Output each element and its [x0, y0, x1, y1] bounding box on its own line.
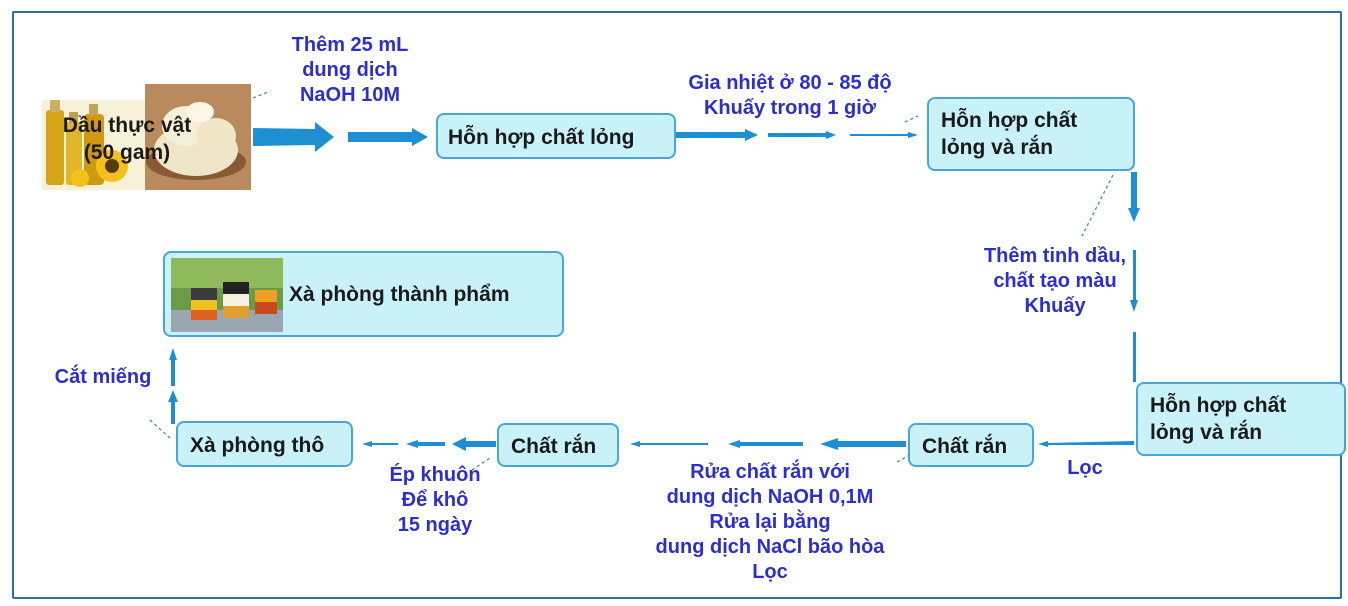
step-wash-line-1: Rửa chất rắn với — [690, 461, 850, 483]
box-solid2: Chất rắn — [497, 423, 619, 467]
step-mold-line-2: Để khô — [401, 489, 469, 511]
vegetable-oil-image — [42, 100, 150, 190]
leader-cut — [149, 419, 171, 439]
step-wash: Rửa chất rắn với dung dịch NaOH 0,1M Rửa… — [620, 460, 920, 585]
arrow-mold-1 — [452, 437, 496, 451]
arrow-filter — [1038, 441, 1134, 447]
box-mix1: Hỗn hợp chất lỏng — [436, 113, 676, 159]
arrow-heat-1 — [676, 129, 758, 141]
box-solid2-text: Chất rắn — [511, 435, 597, 458]
box-solid1-text: Chất rắn — [922, 435, 1008, 458]
arrow-add-naoh-1 — [253, 122, 334, 152]
arrow-heat-2 — [768, 131, 836, 139]
step-mold-line-3: 15 ngày — [397, 514, 473, 536]
step-filter: Lọc — [1055, 456, 1115, 481]
arrow-wash-1 — [820, 438, 906, 450]
start-label: Dầu thực vật (50 gam) — [42, 112, 212, 166]
step-add-naoh-line-3: NaOH 10M — [299, 84, 401, 106]
box-solid1: Chất rắn — [908, 423, 1034, 467]
leader-add-oil — [1081, 174, 1114, 237]
step-wash-line-2: dung dịch NaOH 0,1M — [666, 486, 874, 508]
step-heat-line-2: Khuấy trong 1 giờ — [703, 97, 876, 119]
arrow-add-oil-1 — [1128, 172, 1140, 222]
box-final-soap: Xà phòng thành phẩm — [163, 251, 564, 337]
box-mix2-line-2: lỏng và rắn — [941, 136, 1054, 159]
box-raw-soap: Xà phòng thô — [176, 421, 353, 467]
leader-add-naoh — [252, 91, 269, 99]
diagram-frame — [12, 11, 1342, 599]
box-mix2-line-1: Hỗn hợp chất — [941, 109, 1078, 132]
soap-image — [171, 258, 283, 332]
step-mold-line-1: Ép khuôn — [389, 464, 481, 486]
step-add-oil-line-1: Thêm tinh dầu, — [983, 245, 1127, 267]
step-add-oil: Thêm tinh dầu, chất tạo màu Khuấy — [955, 244, 1155, 319]
leader-heat — [904, 115, 919, 123]
step-add-naoh-line-2: dung dịch — [302, 59, 398, 81]
step-add-oil-line-3: Khuấy — [1024, 295, 1086, 317]
step-add-naoh: Thêm 25 mL dung dịch NaOH 10M — [270, 33, 430, 108]
box-mix3-line-2: lỏng và rắn — [1150, 421, 1263, 444]
arrow-mold-2 — [406, 440, 445, 448]
arrow-wash-3 — [630, 441, 708, 447]
step-heat: Gia nhiệt ở 80 - 85 độ Khuấy trong 1 giờ — [660, 71, 920, 121]
box-raw-soap-text: Xà phòng thô — [190, 434, 325, 457]
arrow-cut-1 — [168, 390, 178, 424]
box-mix3-line-1: Hỗn hợp chất — [1150, 394, 1287, 417]
step-add-naoh-line-1: Thêm 25 mL — [291, 34, 409, 56]
solid-fat-image — [145, 84, 251, 190]
start-label-line-2: (50 gam) — [83, 141, 171, 164]
step-heat-line-1: Gia nhiệt ở 80 - 85 độ — [688, 72, 892, 94]
arrow-wash-2 — [728, 440, 803, 448]
step-cut-text: Cắt miếng — [54, 366, 152, 388]
arrow-heat-3 — [850, 132, 918, 138]
step-wash-line-4: dung dịch NaCl bão hòa — [655, 536, 885, 558]
arrow-add-naoh-2 — [348, 128, 428, 146]
step-add-oil-line-2: chất tạo màu — [993, 270, 1117, 292]
box-final-soap-text: Xà phòng thành phẩm — [289, 283, 510, 306]
box-mix1-text: Hỗn hợp chất lỏng — [448, 126, 635, 149]
step-cut: Cắt miếng — [40, 365, 166, 390]
step-filter-text: Lọc — [1067, 457, 1103, 479]
box-mix3: Hỗn hợp chất lỏng và rắn — [1136, 382, 1346, 456]
step-wash-line-3: Rửa lại bằng — [709, 511, 831, 533]
arrow-add-oil-2 — [1130, 250, 1138, 312]
arrow-cut-2 — [169, 348, 177, 386]
arrow-mold-3 — [362, 441, 398, 447]
step-mold: Ép khuôn Để khô 15 ngày — [365, 463, 505, 538]
leader-mold — [471, 457, 491, 471]
step-wash-line-5: Lọc — [752, 561, 788, 583]
box-mix2: Hỗn hợp chất lỏng và rắn — [927, 97, 1135, 171]
start-label-line-1: Dầu thực vật — [62, 114, 192, 137]
arrow-add-oil-3 — [1133, 332, 1136, 382]
